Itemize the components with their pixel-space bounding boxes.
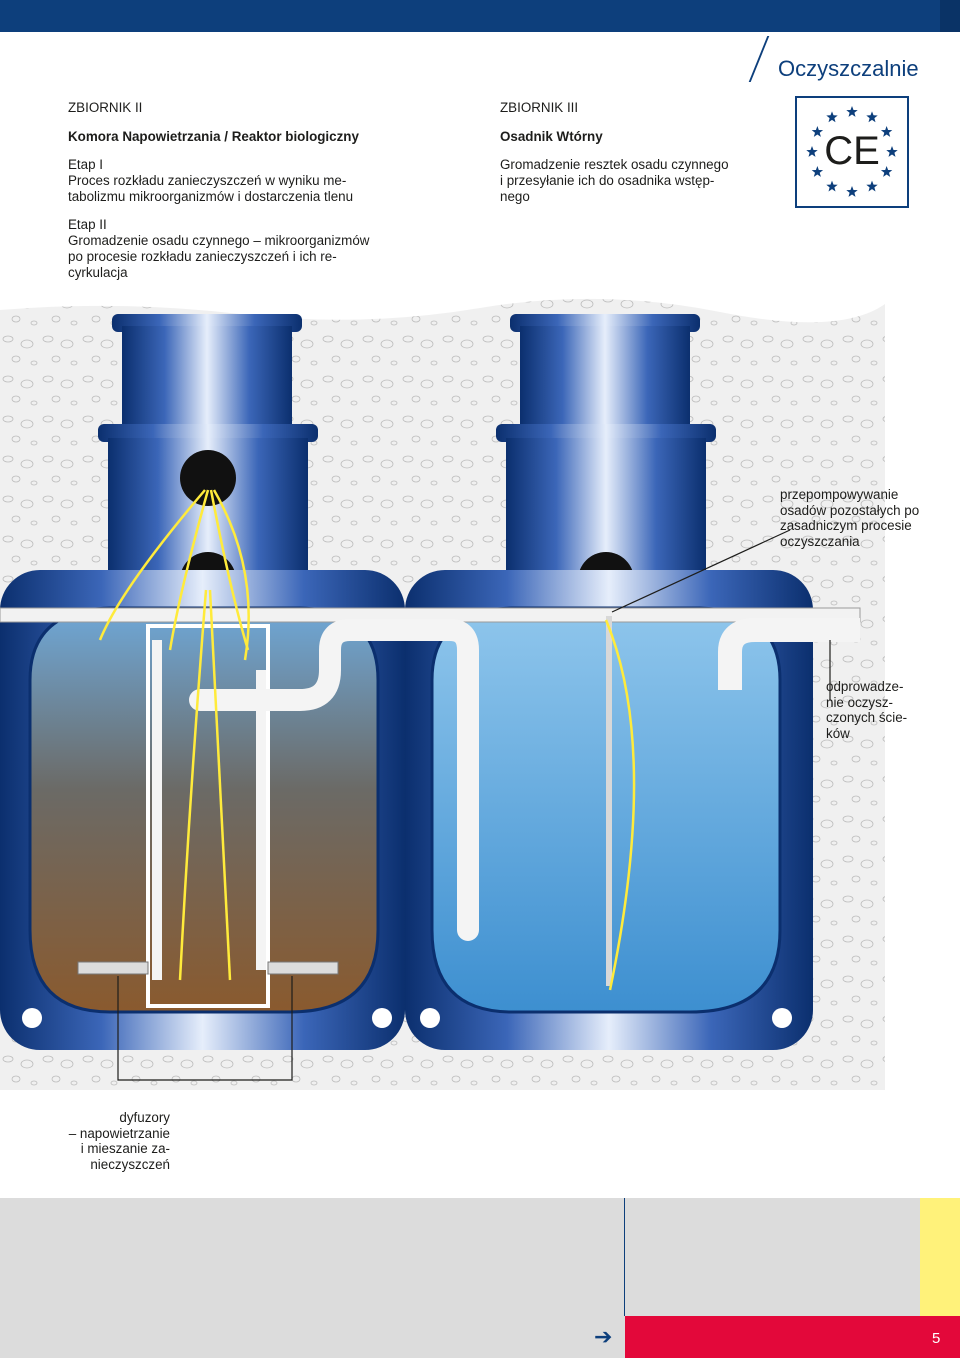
tank2-stage1-title: Etap I: [68, 157, 103, 172]
arrow-right-icon[interactable]: ➔: [594, 1324, 613, 1349]
title-slash: [748, 36, 770, 82]
tank2-riser-flange: [98, 424, 318, 442]
tank2-inner-compartment: [146, 624, 270, 1008]
diffuser-left: [77, 961, 149, 975]
tank3-riser-upper: [520, 326, 690, 434]
eu-star-icon: [886, 146, 898, 157]
tank3-description: ZBIORNIK III Osadnik Wtórny Gromadzenie …: [500, 100, 770, 205]
air-pipe-right: [256, 670, 266, 970]
callout-pumping-line: przepompowywanie: [780, 487, 899, 502]
tank2-description: ZBIORNIK II Komora Napowietrzania / Reak…: [68, 100, 408, 281]
eu-star-icon: [811, 126, 824, 137]
eu-star-icon: [826, 180, 838, 192]
callout-outflow-line: nie oczysz-: [826, 694, 893, 710]
eu-star-icon: [866, 111, 878, 123]
top-bar: [0, 0, 960, 32]
tank2-stage2-line1: Gromadzenie osadu czynnego – mikroorgani…: [68, 233, 370, 248]
tank2-stage2-line2: po procesie rozkładu zanieczyszczeń i ic…: [68, 249, 337, 264]
tank2-stage2-title: Etap II: [68, 217, 107, 232]
footer-yellow-block: [920, 1198, 960, 1316]
transfer-pipe: [189, 619, 479, 941]
callout-pumping-line: oczyszczania: [780, 533, 860, 549]
callout-outflow-line: odprowadze-: [826, 679, 904, 694]
section-title: Oczyszczalnie: [778, 56, 919, 81]
tank2-subheading: Komora Napowietrzania / Reaktor biologic…: [68, 129, 359, 144]
eu-star-icon: [826, 111, 838, 123]
footer-divider: [624, 1198, 625, 1316]
treatment-plant-diagram: [0, 298, 885, 1090]
callout-pumping: przepompowywanie osadów pozostałych po z…: [780, 487, 960, 549]
air-hoses: [98, 489, 636, 991]
diffuser-right: [267, 961, 339, 975]
ce-label: CE: [824, 129, 880, 173]
eu-star-icon: [880, 126, 893, 137]
tank2-stage1-line1: Proces rozkładu zanieczyszczeń w wyniku …: [68, 173, 347, 188]
tank3-line2: i przesyłanie ich do osadnika wstęp-: [500, 173, 715, 188]
leader-lines: [117, 529, 831, 1081]
eu-star-icon: [811, 166, 824, 177]
tank3-riser-flange: [496, 424, 716, 442]
tank3-heading: ZBIORNIK III: [500, 100, 579, 115]
page-number: 5: [932, 1330, 941, 1347]
callout-pumping-line: osadów pozostałych po: [780, 502, 920, 518]
eu-star-icon: [846, 186, 858, 197]
ce-mark: CE: [795, 96, 909, 208]
pump-pipe: [606, 616, 612, 986]
eu-star-icon: [806, 146, 818, 157]
tank2-heading: ZBIORNIK II: [68, 100, 143, 115]
tank2-port-upper: [180, 450, 236, 506]
callout-diffusers-line: i mieszanie za-: [80, 1141, 170, 1156]
air-pipe-left: [152, 640, 162, 980]
tank2-riser-upper: [122, 326, 292, 434]
callout-diffusers-line: dyfuzory: [119, 1110, 170, 1125]
tank2-stage1-line2: tabolizmu mikroorganizmów i dostarczenia…: [68, 189, 354, 204]
callout-diffusers: dyfuzory – napowietrzanie i mieszanie za…: [40, 1110, 170, 1172]
tank2-stage2-line3: cyrkulacja: [68, 265, 128, 280]
callout-diffusers-line: – napowietrzanie: [68, 1125, 170, 1141]
eu-star-icon: [866, 180, 878, 192]
tank3-line3: nego: [500, 189, 530, 204]
footer-red-block: [625, 1316, 960, 1358]
eu-star-icon: [846, 106, 858, 117]
callout-outflow-line: ków: [826, 725, 850, 741]
callout-pumping-line: zasadniczym procesie: [780, 518, 912, 533]
tank3-line1: Gromadzenie resztek osadu czynnego: [500, 157, 729, 172]
callout-diffusers-line: nieczyszczeń: [90, 1156, 170, 1172]
top-bar-accent: [940, 0, 960, 32]
bolt-holes: [22, 1008, 792, 1028]
callout-outflow-line: czonych ście-: [826, 710, 908, 725]
outflow-pipe: [718, 618, 860, 690]
eu-star-icon: [880, 166, 893, 177]
tank3-subheading: Osadnik Wtórny: [500, 129, 603, 144]
ce-eu-stars-icon: CE: [806, 106, 898, 197]
callout-outflow: odprowadze- nie oczysz- czonych ście- kó…: [826, 679, 956, 741]
